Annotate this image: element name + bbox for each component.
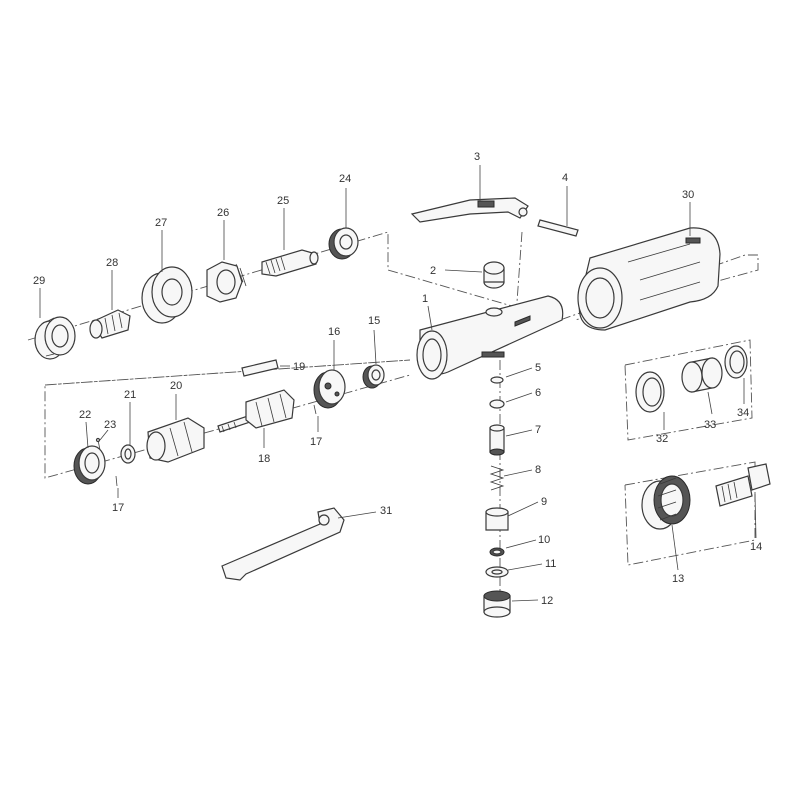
callout-1: 1 [422, 293, 428, 305]
part-25-spindle [261, 249, 319, 277]
callout-28: 28 [106, 257, 118, 269]
callout-22: 22 [79, 409, 91, 421]
callout-labels: 1 2 3 4 5 6 7 8 9 10 11 12 13 14 15 16 1… [33, 151, 762, 607]
callout-11: 11 [545, 558, 556, 570]
callout-14: 14 [750, 541, 762, 553]
callout-5: 5 [535, 362, 541, 374]
part-22-front-cap [73, 445, 106, 485]
part-11-washer [485, 566, 509, 578]
exhaust-bracket [624, 339, 753, 441]
callout-23: 23 [104, 419, 116, 431]
callout-6: 6 [535, 387, 541, 399]
part-6-washer [489, 399, 505, 409]
part-19-rotor-blade [241, 359, 279, 377]
callout-25: 25 [277, 195, 289, 207]
callout-32: 32 [656, 433, 668, 445]
callout-20: 20 [170, 380, 182, 392]
part-16-rear-plate [313, 369, 346, 409]
callout-34: 34 [737, 407, 749, 419]
part-32-ring [635, 371, 665, 413]
part-1-motor-housing [416, 295, 564, 380]
part-4-lever-pin [537, 219, 579, 237]
callout-27: 27 [155, 217, 167, 229]
part-34-ring [724, 345, 748, 379]
part-18-rotor [217, 389, 295, 433]
callout-17-lower: 17 [112, 502, 124, 514]
callout-15: 15 [368, 315, 380, 327]
callout-3: 3 [474, 151, 480, 163]
lower-assembly-axis [44, 359, 411, 479]
callout-2: 2 [430, 265, 436, 277]
part-30-muffler-sleeve [577, 227, 721, 331]
callout-9: 9 [541, 496, 547, 508]
callout-8: 8 [535, 464, 541, 476]
part-7-valve-stem [489, 424, 505, 456]
callout-24: 24 [339, 173, 351, 185]
part-14-hose-fitting [715, 463, 771, 507]
callout-33: 33 [704, 419, 716, 431]
part-20-cylinder [146, 417, 205, 463]
callout-13: 13 [672, 573, 684, 585]
callout-21: 21 [124, 389, 136, 401]
callout-12: 12 [541, 595, 553, 607]
callout-19: 19 [293, 361, 305, 373]
part-13-inlet-nut [641, 475, 691, 530]
part-23-pin [95, 437, 101, 451]
callout-30: 30 [682, 189, 694, 201]
part-24-bearing [328, 227, 359, 260]
callout-17-upper: 17 [310, 436, 322, 448]
callout-4: 4 [562, 172, 568, 184]
callout-18: 18 [258, 453, 270, 465]
part-21-washer [120, 444, 136, 464]
callout-10: 10 [538, 534, 550, 546]
part-12-end-plug [483, 590, 511, 618]
part-10-o-ring [489, 547, 505, 557]
part-8-spring [489, 465, 505, 491]
callout-29: 29 [33, 275, 45, 287]
part-15-bearing [362, 364, 385, 389]
part-2-valve-bushing [483, 261, 505, 289]
part-9-valve-seat [485, 507, 509, 531]
part-3-throttle-lever [410, 197, 529, 223]
part-17-pin-lower [115, 475, 118, 487]
part-17-pin-upper [313, 404, 317, 415]
part-29-collet-nut [34, 316, 76, 360]
callout-26: 26 [217, 207, 229, 219]
part-31-wrench [221, 507, 345, 581]
part-27-lock-nut [141, 266, 193, 324]
part-5-o-ring [490, 376, 504, 384]
callout-7: 7 [535, 424, 541, 436]
leader-lines [39, 165, 757, 602]
inlet-bracket [624, 461, 756, 566]
callout-31: 31 [380, 505, 392, 517]
callout-16: 16 [328, 326, 340, 338]
part-33-filter-sleeve [681, 357, 723, 393]
part-26-threaded-nut [206, 261, 247, 303]
part-28-collet [89, 309, 131, 339]
